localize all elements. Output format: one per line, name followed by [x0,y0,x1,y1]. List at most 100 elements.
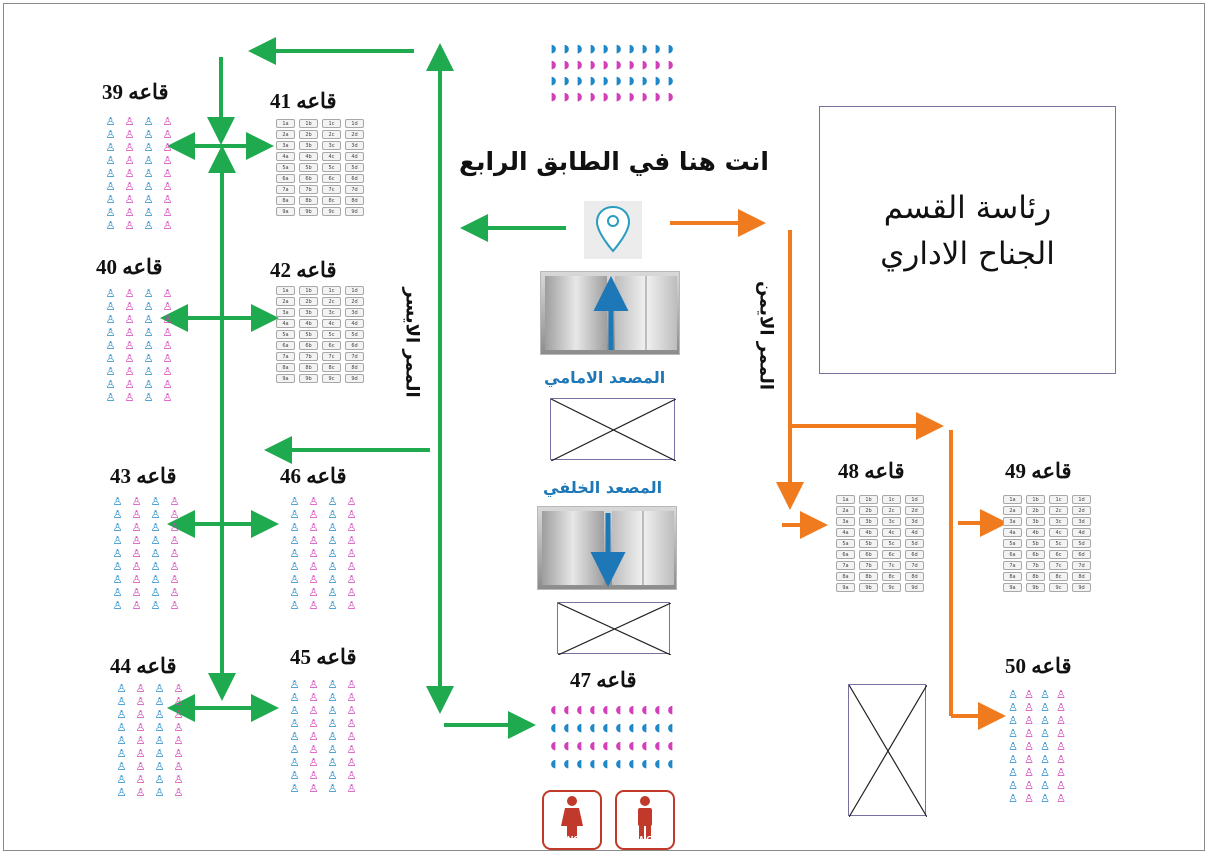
seat-icon: ♙ [308,756,319,769]
seat-icon: ♙ [112,495,123,508]
seating-hall-40: ♙♙♙♙♙♙♙♙♙♙♙♙♙♙♙♙♙♙♙♙♙♙♙♙♙♙♙♙♙♙♙♙♙♙♙♙ [101,287,177,404]
down-arrow-icon [590,513,626,587]
back-elevator-placeholder [557,602,672,656]
hall-50-label: قاعه 50 [1005,654,1072,678]
desk: 5d [345,163,364,172]
seat-icon: ♙ [327,534,338,547]
seat-icon: ◖ [563,738,570,752]
desk: 1a [1003,495,1022,504]
seat-icon: ♙ [327,521,338,534]
seat-icon: ♙ [124,352,135,365]
seat-icon: ◗ [654,73,661,87]
seat-icon: ◗ [576,57,583,71]
seat-icon: ♙ [289,756,300,769]
seat-icon: ♙ [154,682,165,695]
seat-icon: ♙ [169,560,180,573]
seat-icon: ◗ [628,41,635,55]
seat-icon: ◗ [615,89,622,103]
left-corridor-label: الممر الايسر [401,287,423,398]
seat-icon: ♙ [124,154,135,167]
seat-icon: ♙ [162,180,173,193]
desk: 1c [1049,495,1068,504]
seat-icon: ◗ [641,89,648,103]
desk: 4b [299,152,318,161]
seat-icon: ♙ [135,695,146,708]
seat-icon: ♙ [150,547,161,560]
seat-icon: ♙ [124,391,135,404]
seat-icon: ◗ [550,89,557,103]
desk: 2a [836,506,855,515]
seat-icon: ♙ [105,339,116,352]
hall-40-label: قاعه 40 [96,255,163,279]
seat-icon: ♙ [116,682,127,695]
seat-icon: ♙ [105,128,116,141]
hall-49-label: قاعه 49 [1005,459,1072,483]
desk: 3d [1072,517,1091,526]
hall-44-label: قاعه 44 [110,654,177,678]
back-elevator-label: المصعد الخلفي [543,478,663,497]
desk: 7c [882,561,901,570]
seat-icon: ♙ [162,378,173,391]
seat-icon: ♙ [105,287,116,300]
desk: 1b [299,119,318,128]
seat-icon: ♙ [143,206,154,219]
seat-icon: ♙ [327,599,338,612]
seat-icon: ♙ [289,743,300,756]
desk: 1a [276,119,295,128]
seat-icon: ◗ [576,89,583,103]
seat-icon: ◗ [641,41,648,55]
seat-icon: ◗ [628,57,635,71]
desk: 3d [345,141,364,150]
seat-icon: ♙ [289,730,300,743]
desk: 3c [322,141,341,150]
seat-icon: ♙ [289,521,300,534]
seating-hall-44: ♙♙♙♙♙♙♙♙♙♙♙♙♙♙♙♙♙♙♙♙♙♙♙♙♙♙♙♙♙♙♙♙♙♙♙♙ [112,682,188,799]
seat-icon: ♙ [1024,766,1034,779]
seating-hall-50: ♙♙♙♙♙♙♙♙♙♙♙♙♙♙♙♙♙♙♙♙♙♙♙♙♙♙♙♙♙♙♙♙♙♙♙♙ [1005,688,1069,805]
desk: 8d [1072,572,1091,581]
desk: 6d [1072,550,1091,559]
seat-icon: ◗ [615,57,622,71]
seat-icon: ♙ [346,704,357,717]
seat-icon: ♙ [150,495,161,508]
seat-icon: ♙ [308,769,319,782]
seat-icon: ♙ [154,721,165,734]
seat-icon: ♙ [124,180,135,193]
desk: 9b [859,583,878,592]
desk: 6b [299,341,318,350]
desk: 1b [859,495,878,504]
seat-icon: ♙ [169,573,180,586]
desk: 8c [322,196,341,205]
desk: 4b [859,528,878,537]
hall-41-label: قاعه 41 [270,89,337,113]
desk: 5a [276,163,295,172]
desk: 2d [905,506,924,515]
seat-icon: ♙ [150,521,161,534]
map-pin-icon [584,201,642,259]
seat-icon: ♙ [346,691,357,704]
seat-icon: ♙ [105,206,116,219]
seat-icon: ♙ [162,219,173,232]
seat-icon: ♙ [154,760,165,773]
seat-icon: ♙ [112,560,123,573]
desk: 9c [322,374,341,383]
seat-icon: ◗ [602,57,609,71]
seat-icon: ♙ [112,586,123,599]
seat-icon: ♙ [289,599,300,612]
seat-icon: ◗ [654,41,661,55]
seat-icon: ◗ [641,73,648,87]
seat-icon: ♙ [1024,792,1034,805]
desk: 5a [276,330,295,339]
seat-icon: ♙ [116,708,127,721]
desk: 8c [322,363,341,372]
hall-45-label: قاعه 45 [290,645,357,669]
desk: 7d [345,352,364,361]
seat-icon: ♙ [1024,727,1034,740]
desk: 2b [299,297,318,306]
desk: 8a [276,363,295,372]
desk: 3b [299,308,318,317]
seat-icon: ♙ [143,378,154,391]
seat-icon: ◖ [641,756,648,770]
seat-icon: ♙ [1008,753,1018,766]
seat-icon: ♙ [124,287,135,300]
